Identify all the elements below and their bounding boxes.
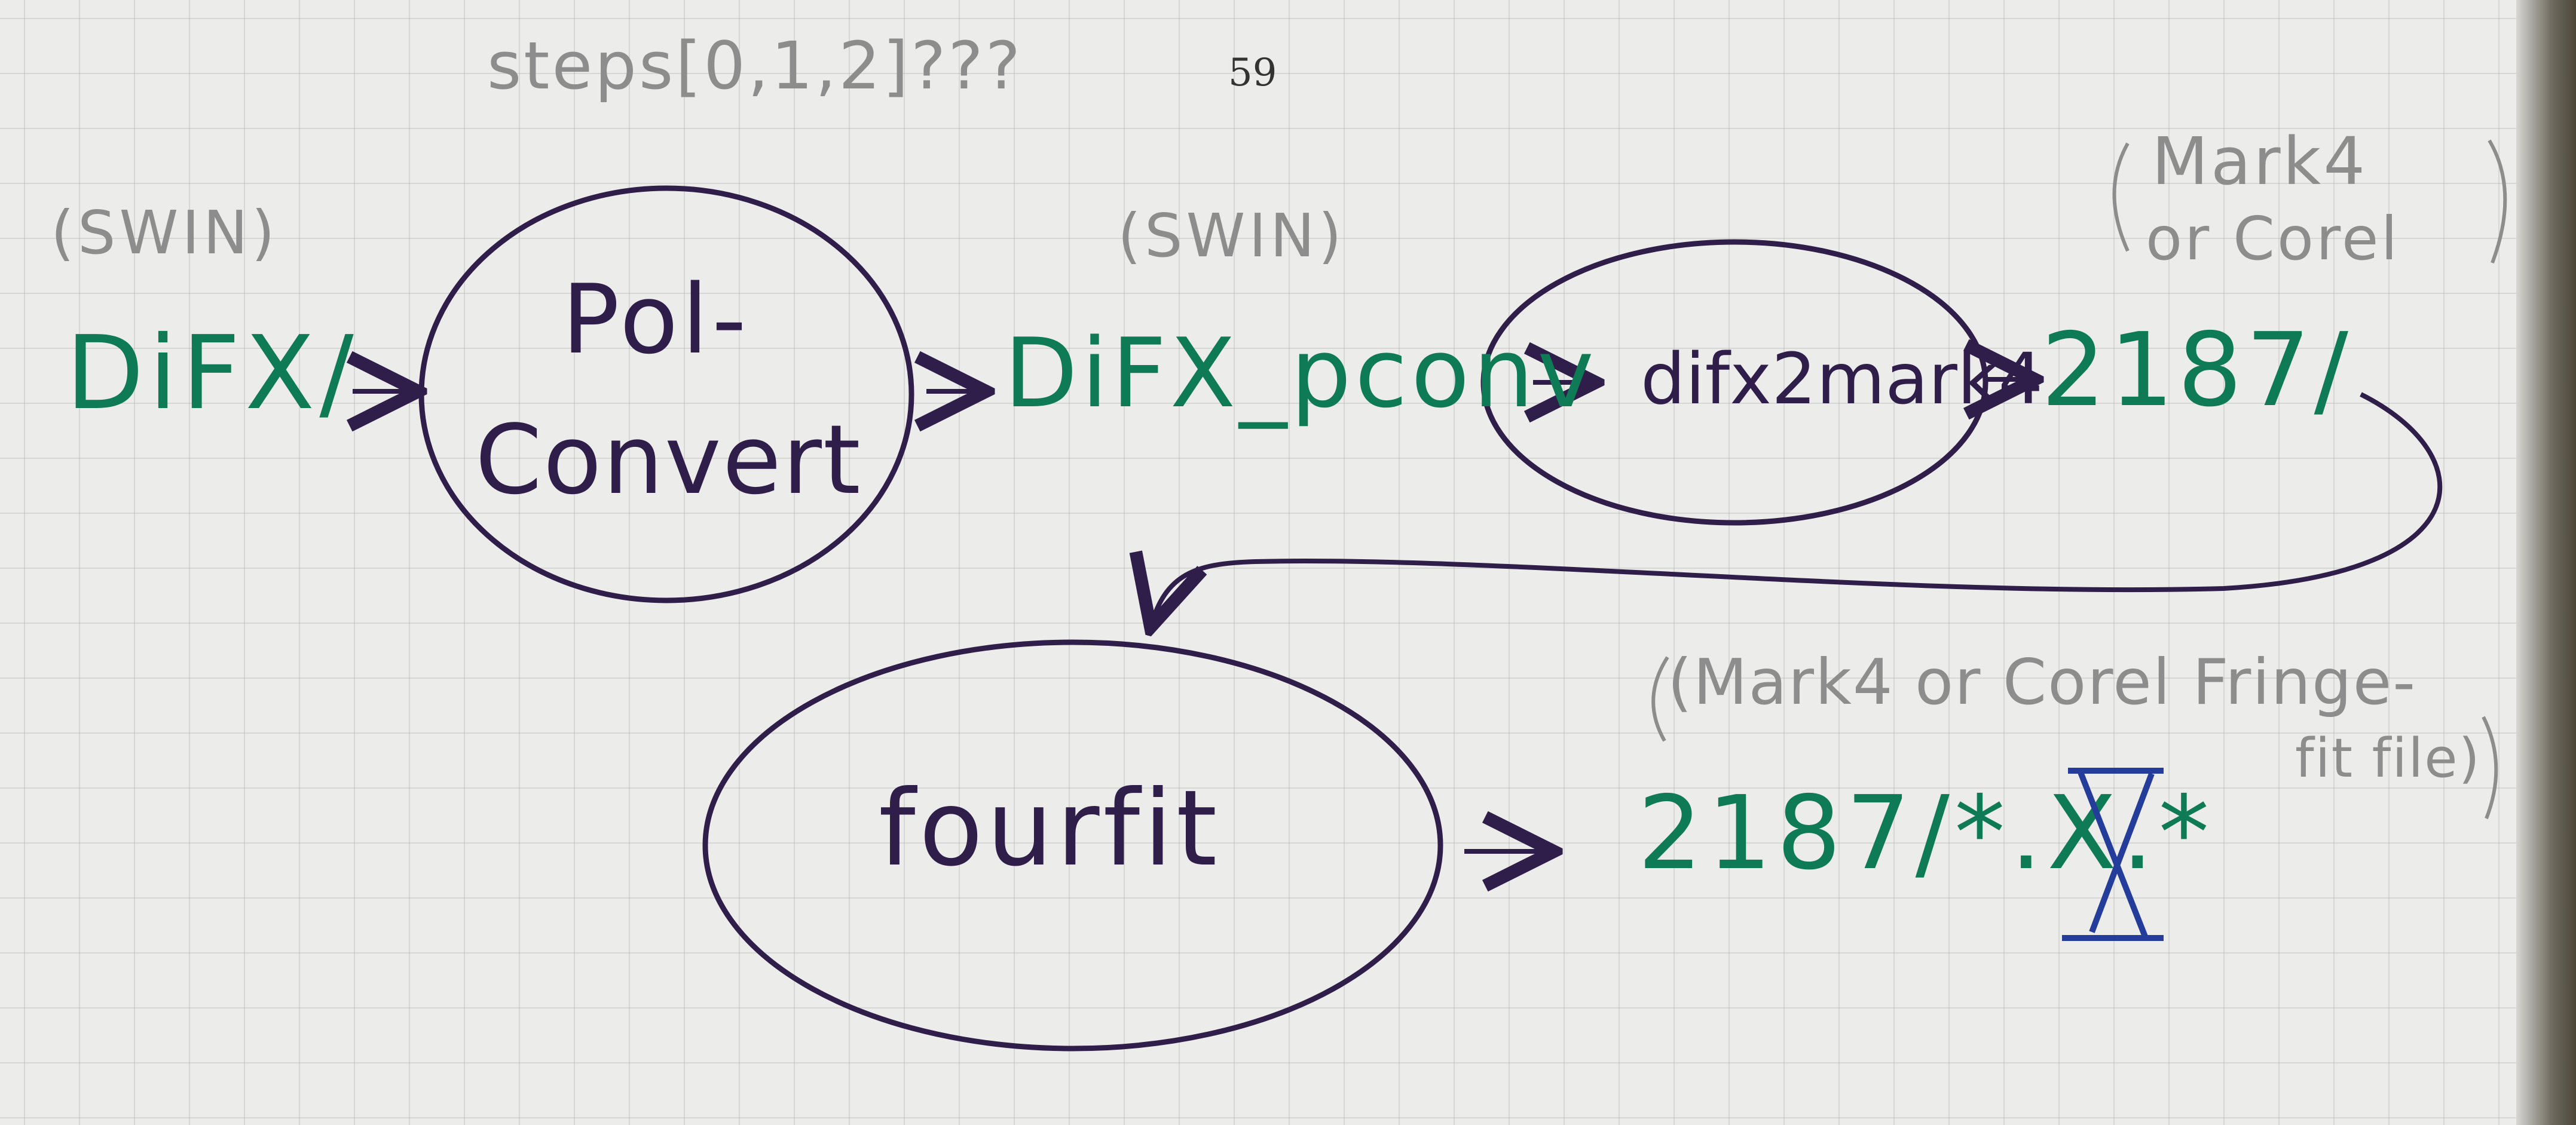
fourfit-ellipse (702, 639, 1443, 1052)
polconvert-label-line2: Convert (475, 404, 862, 516)
pencil-paren-right-top (2488, 139, 2507, 264)
mark4-dir-label: 2187/ (2041, 311, 2352, 430)
pencil-paren-right-fringe (2482, 716, 2498, 820)
swin-label-2: (SWIN) (1118, 201, 1345, 271)
mark4-corel-label-line2: or Corel (2146, 204, 2400, 274)
pencil-paren-left-top (2112, 142, 2130, 252)
page-number: 59 (1228, 51, 1277, 95)
correction-strike-mark (2062, 768, 2164, 941)
mark4-fringe-label-line2: fit file) (2295, 727, 2481, 790)
arrow-2187-loop-to-fourfit (1151, 392, 2443, 627)
difx2mark4-label: difx2mark4 (1641, 338, 2043, 420)
fourfit-label: fourfit (879, 768, 1221, 890)
difx-input-label: DiFX/ (66, 314, 359, 433)
difx-pconv-label: DiFX_pconv (1004, 317, 1598, 429)
steps-note: steps[0,1,2]??? (487, 27, 1023, 104)
notebook-binding-edge (2516, 0, 2576, 1125)
pencil-paren-left-fringe (1651, 656, 1669, 742)
mark4-corel-label-line1: Mark4 (2152, 123, 2368, 200)
polconvert-ellipse (418, 185, 914, 603)
polconvert-label-line1: Pol- (562, 263, 750, 375)
mark4-fringe-label-line1: (Mark4 or Corel Fringe- (1668, 646, 2417, 719)
swin-label-1: (SWIN) (51, 198, 279, 268)
